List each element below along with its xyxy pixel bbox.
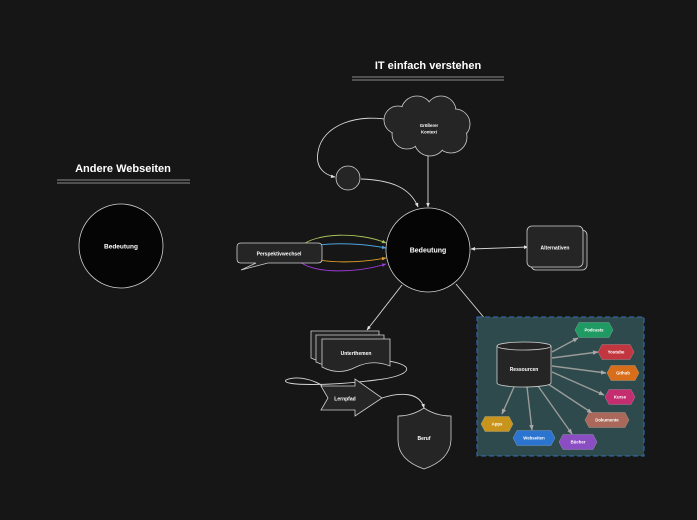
resource-tag-youtube[interactable]: Youtube (597, 344, 635, 360)
resources-group: Ressourcen PodcastsYoutubeGithubKurseDok… (476, 316, 645, 457)
resources-group-frame (476, 316, 645, 457)
resource-tag-label: Bücher (571, 440, 586, 445)
alternatives-node[interactable]: Alternativen (526, 225, 588, 271)
resource-tag-podcasts[interactable]: Podcasts (574, 322, 614, 338)
edge-cloud-small-circle (317, 117, 396, 178)
resource-tag-shape (574, 322, 614, 338)
resource-tag-shape (606, 365, 640, 381)
subtopics-node[interactable]: Unterthemen (310, 330, 391, 372)
resource-tag-label: Dokumente (595, 418, 619, 423)
resource-tag-shape (604, 389, 636, 405)
resource-tag-label: Github (616, 371, 630, 376)
cloud-label-line1: Größerer (420, 123, 439, 128)
cloud-node[interactable]: Größerer Kontext (383, 95, 471, 157)
resources-label: Ressourcen (510, 367, 539, 373)
main-title: IT einfach verstehen (352, 60, 504, 81)
resource-tags: PodcastsYoutubeGithubKurseDokumenteBüche… (480, 322, 640, 450)
resource-tag-label: Apps (492, 422, 503, 427)
resource-tag-kurse[interactable]: Kurse (604, 389, 636, 405)
cloud-label-line2: Kontext (421, 130, 438, 135)
left-meaning-label: Bedeutung (104, 244, 138, 251)
edge-subtopics-learning-path (285, 359, 407, 387)
left-title: Andere Webseiten (57, 163, 190, 184)
resource-tag-label: Kurse (614, 395, 627, 400)
resource-tag-github[interactable]: Github (606, 365, 640, 381)
resource-tag-bücher[interactable]: Bücher (558, 434, 598, 450)
resource-tag-shape (558, 434, 598, 450)
learning-path-node[interactable]: Lernpfad (320, 378, 383, 417)
resource-tag-shape (512, 430, 556, 446)
center-meaning-node[interactable]: Bedeutung (385, 207, 471, 293)
resource-tag-webseiten[interactable]: Webseiten (512, 430, 556, 446)
connector-circle[interactable] (335, 165, 361, 191)
resource-tag-dokumente[interactable]: Dokumente (584, 412, 630, 428)
resource-tag-shape (480, 416, 514, 432)
resource-tag-label: Youtube (608, 350, 625, 355)
main-title-text: IT einfach verstehen (375, 60, 482, 72)
edge-center-alternatives (470, 245, 529, 251)
shield-icon (397, 407, 452, 470)
career-label: Beruf (417, 436, 430, 442)
resource-tag-label: Podcasts (584, 328, 604, 333)
resource-tag-apps[interactable]: Apps (480, 416, 514, 432)
resource-links (501, 337, 607, 435)
edge-center-subtopics (366, 284, 403, 331)
resources-node[interactable]: Ressourcen (496, 341, 552, 388)
perspective-node[interactable]: Perspektivwechsel (236, 242, 323, 271)
perspective-arrow-4 (299, 261, 387, 272)
resource-tag-label: Webseiten (523, 436, 545, 441)
resource-tag-shape (584, 412, 630, 428)
edge-small-circle-center (360, 178, 419, 208)
subtopics-label: Unterthemen (341, 351, 372, 357)
perspective-label: Perspektivwechsel (257, 252, 302, 258)
left-title-text: Andere Webseiten (75, 163, 171, 175)
career-node[interactable]: Beruf (397, 407, 452, 470)
left-meaning-node[interactable]: Bedeutung (78, 203, 164, 289)
center-meaning-label: Bedeutung (410, 248, 447, 255)
edge-learning-path-career (381, 393, 425, 409)
resource-tag-shape (597, 344, 635, 360)
learning-path-label: Lernpfad (334, 397, 355, 403)
alternatives-label: Alternativen (541, 246, 570, 252)
